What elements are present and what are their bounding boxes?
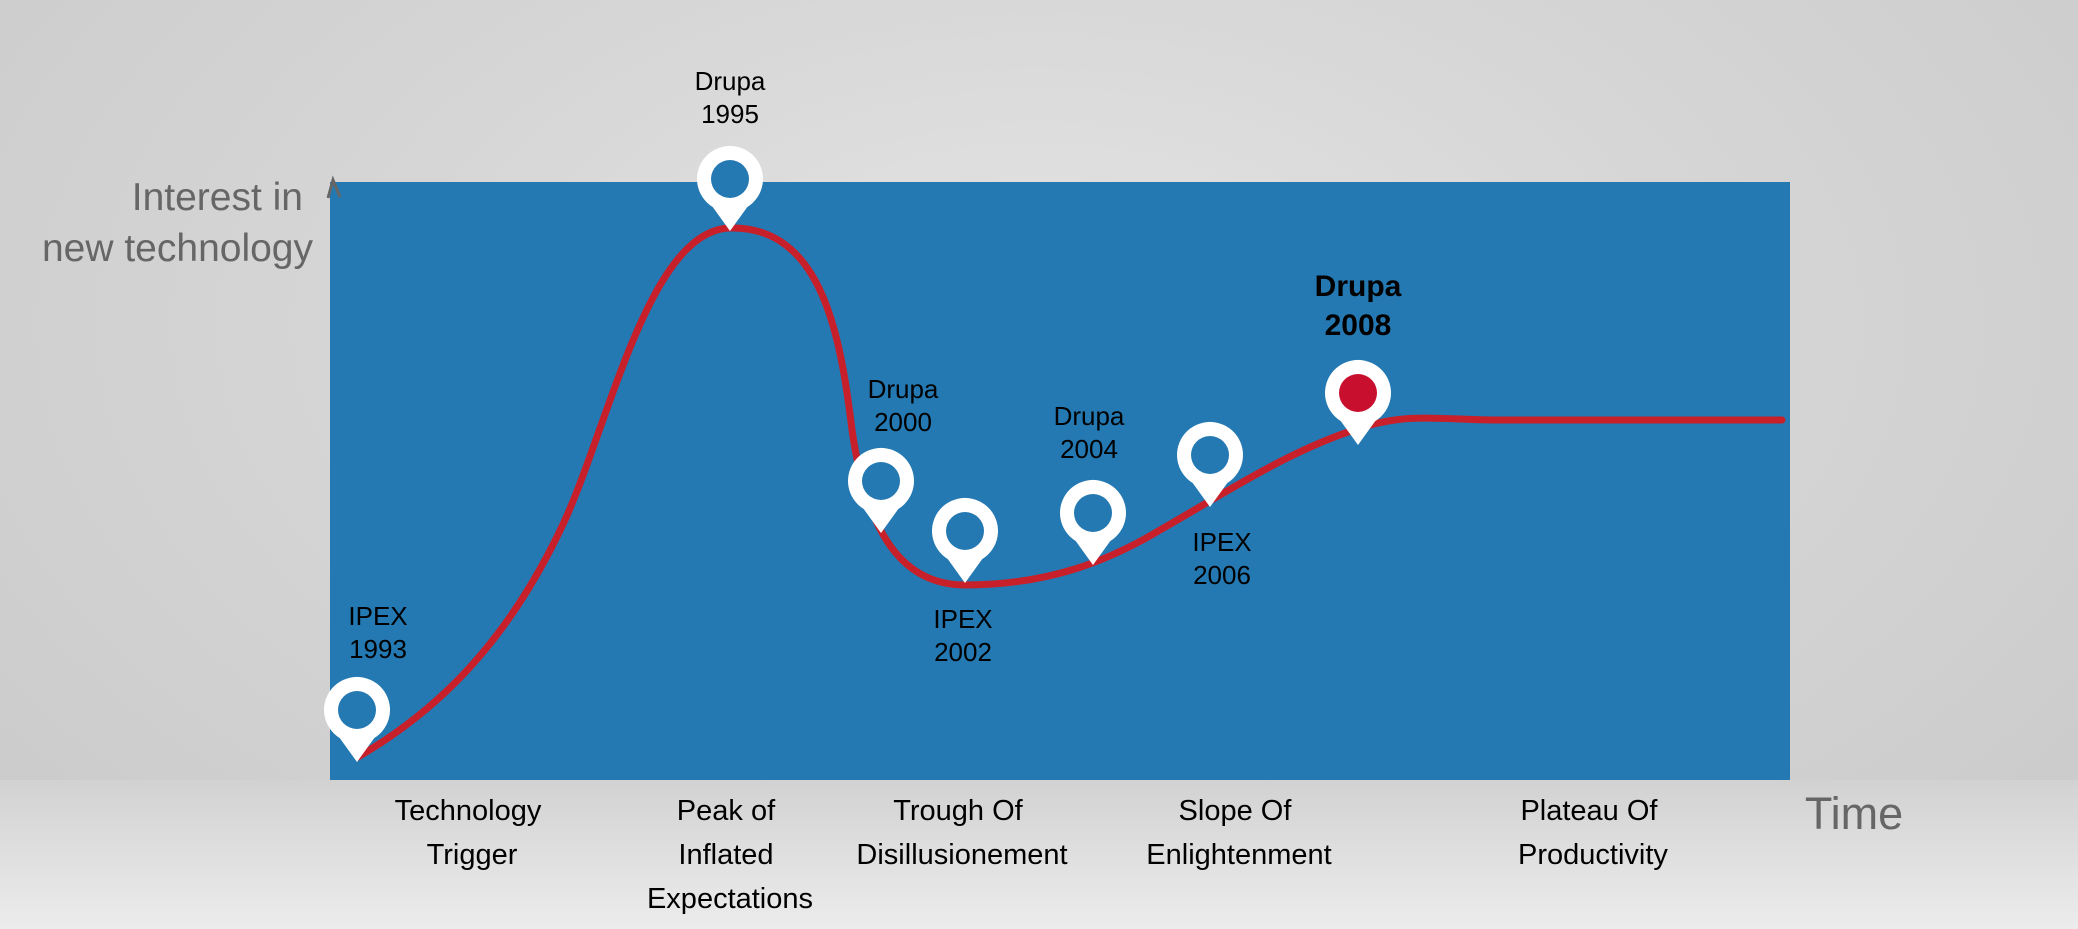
pin-dot — [862, 462, 900, 500]
y-axis-label-line2: new technology — [42, 227, 314, 270]
phase-label-line: Plateau Of — [1520, 795, 1658, 827]
event-name: Drupa — [695, 66, 766, 96]
event-year: 2002 — [934, 637, 992, 667]
phase-plateau: Plateau Of Productivity — [1518, 795, 1668, 871]
pin-dot — [1191, 436, 1229, 474]
phase-trough: Trough Of Disillusionement — [856, 795, 1067, 871]
map-pin-icon — [931, 497, 998, 583]
phase-label-line: Trough Of — [893, 795, 1023, 827]
phase-label-line: Technology — [395, 795, 542, 827]
event-year: 2006 — [1193, 560, 1251, 590]
event-name: Drupa — [1315, 270, 1402, 303]
phase-label-line: Inflated — [678, 839, 773, 871]
phase-slope: Slope Of Enlightenment — [1146, 795, 1331, 871]
map-pin-icon — [1176, 421, 1243, 507]
map-pin-icon — [1060, 479, 1127, 565]
y-axis-label-line1: Interest in — [132, 176, 303, 219]
phase-label-line: Disillusionement — [856, 839, 1067, 871]
phase-label-line: Peak of — [677, 795, 776, 827]
phase-label-line: Productivity — [1518, 839, 1668, 871]
event-name: Drupa — [868, 374, 939, 404]
phase-label-line: Expectations — [647, 883, 813, 915]
event-year: 1993 — [349, 634, 407, 664]
event-name: IPEX — [1192, 527, 1251, 557]
event-year: 2008 — [1325, 309, 1392, 342]
x-axis-label: Time — [1805, 788, 1903, 839]
phase-peak: Peak of Inflated Expectations — [647, 795, 813, 915]
chart-panel — [330, 182, 1790, 780]
phase-label-line: Trigger — [427, 839, 518, 871]
map-pin-icon — [848, 447, 914, 533]
event-name: IPEX — [348, 601, 407, 631]
hype-curve — [354, 224, 1786, 761]
map-pin-icon — [323, 676, 390, 762]
event-name: Drupa — [1054, 401, 1125, 431]
phase-labels: Technology Trigger Peak of Inflated Expe… — [395, 795, 1669, 915]
pin-dot — [711, 160, 749, 198]
pin-dot — [946, 512, 984, 550]
map-pin-icon — [697, 145, 763, 231]
event-year: 2004 — [1060, 434, 1118, 464]
event-year: 2000 — [874, 407, 932, 437]
phase-technology-trigger: Technology Trigger — [395, 795, 550, 871]
pin-dot — [338, 691, 376, 729]
event-label: Drupa 2008 — [1315, 270, 1402, 342]
event-pins — [323, 145, 1391, 762]
phase-label-line: Slope Of — [1179, 795, 1293, 827]
pin-dot — [1339, 374, 1377, 412]
event-year: 1995 — [701, 99, 759, 129]
y-axis-arrow-icon — [326, 175, 342, 199]
bottom-band — [0, 780, 2078, 929]
event-name: IPEX — [933, 604, 992, 634]
map-pin-icon — [1324, 359, 1391, 445]
pin-dot — [1074, 494, 1112, 532]
phase-label-line: Enlightenment — [1146, 839, 1331, 871]
